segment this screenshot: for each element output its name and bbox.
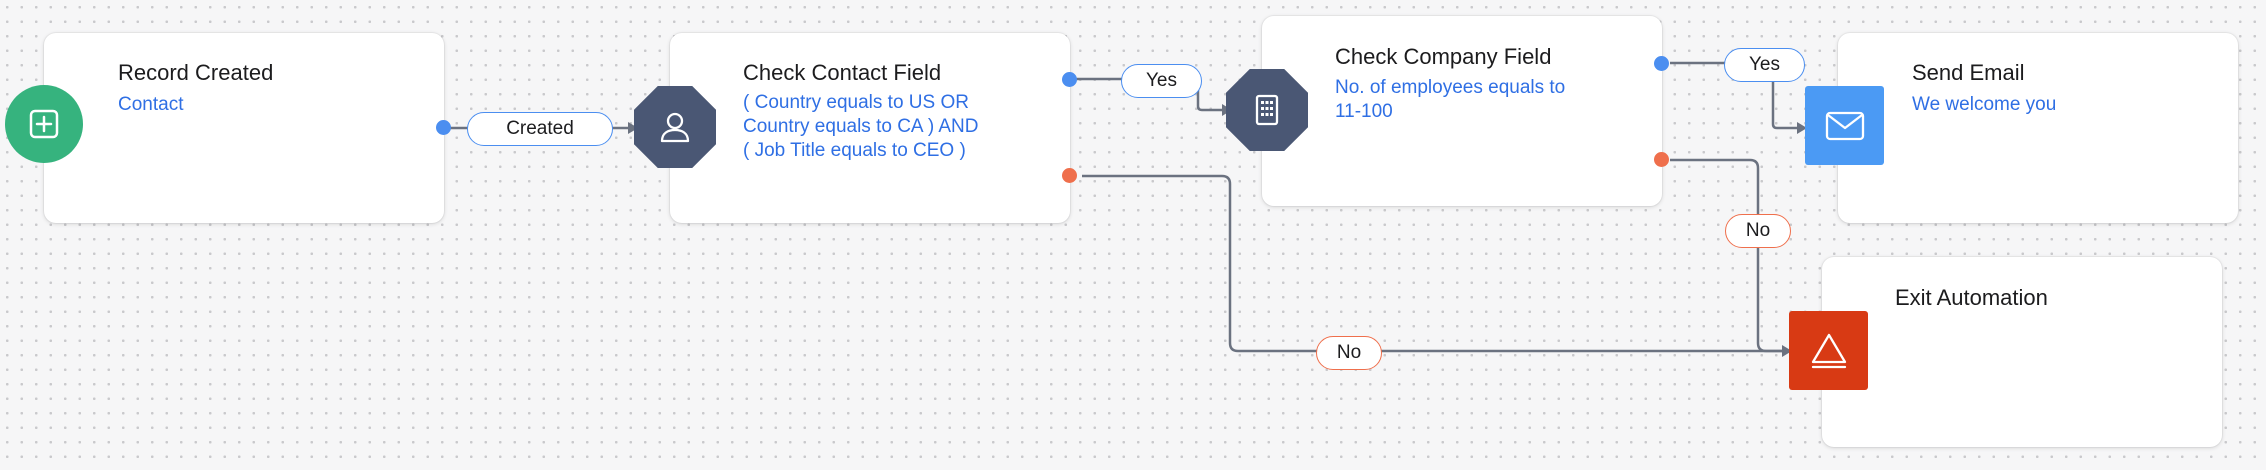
node-send-email[interactable]: Send Email We welcome you <box>1838 33 2238 223</box>
user-icon <box>634 86 716 168</box>
condition-line: ( Job Title equals to CEO ) <box>743 140 966 161</box>
condition-line: Country equals to CA ) AND <box>743 116 979 137</box>
connector-contact-no <box>1082 174 1782 353</box>
output-port-yes[interactable] <box>1062 72 1077 87</box>
edge-label-created[interactable]: Created <box>467 112 613 146</box>
plus-square-icon <box>5 85 83 163</box>
arrowhead-contact <box>628 122 638 134</box>
output-port-yes[interactable] <box>1654 56 1669 71</box>
mail-icon <box>1805 86 1884 165</box>
edge-label-yes[interactable]: Yes <box>1121 64 1202 98</box>
edge-label-no[interactable]: No <box>1316 336 1382 370</box>
node-conditions: No. of employees equals to 11-100 <box>1335 76 1565 124</box>
condition-line: 11-100 <box>1335 101 1393 122</box>
condition-line: ( Country equals to US OR <box>743 92 969 113</box>
arrowhead-email <box>1797 122 1807 134</box>
output-port-no[interactable] <box>1654 152 1669 167</box>
connector-company-no <box>1670 158 1782 353</box>
node-title: Record Created <box>118 60 274 85</box>
node-record-created[interactable]: Record Created Contact <box>44 33 444 223</box>
node-conditions: ( Country equals to US OR Country equals… <box>743 91 979 163</box>
edge-label-yes[interactable]: Yes <box>1724 48 1805 82</box>
node-title: Send Email <box>1912 60 2025 85</box>
output-port-no[interactable] <box>1062 168 1077 183</box>
building-icon <box>1226 69 1308 151</box>
node-subtitle: We welcome you <box>1912 94 2057 115</box>
edge-label-no[interactable]: No <box>1725 214 1791 248</box>
warning-triangle-icon <box>1789 311 1868 390</box>
node-exit-automation[interactable]: Exit Automation <box>1822 257 2222 447</box>
arrowhead-exit-a <box>1782 345 1792 357</box>
condition-line: No. of employees equals to <box>1335 77 1566 98</box>
output-port[interactable] <box>436 120 451 135</box>
node-check-contact-field[interactable]: Check Contact Field ( Country equals to … <box>670 33 1070 223</box>
node-check-company-field[interactable]: Check Company Field No. of employees equ… <box>1262 16 1662 206</box>
node-title: Check Company Field <box>1335 44 1552 69</box>
node-title: Check Contact Field <box>743 60 942 85</box>
node-title: Exit Automation <box>1895 285 2048 310</box>
node-subtitle: Contact <box>118 94 184 115</box>
